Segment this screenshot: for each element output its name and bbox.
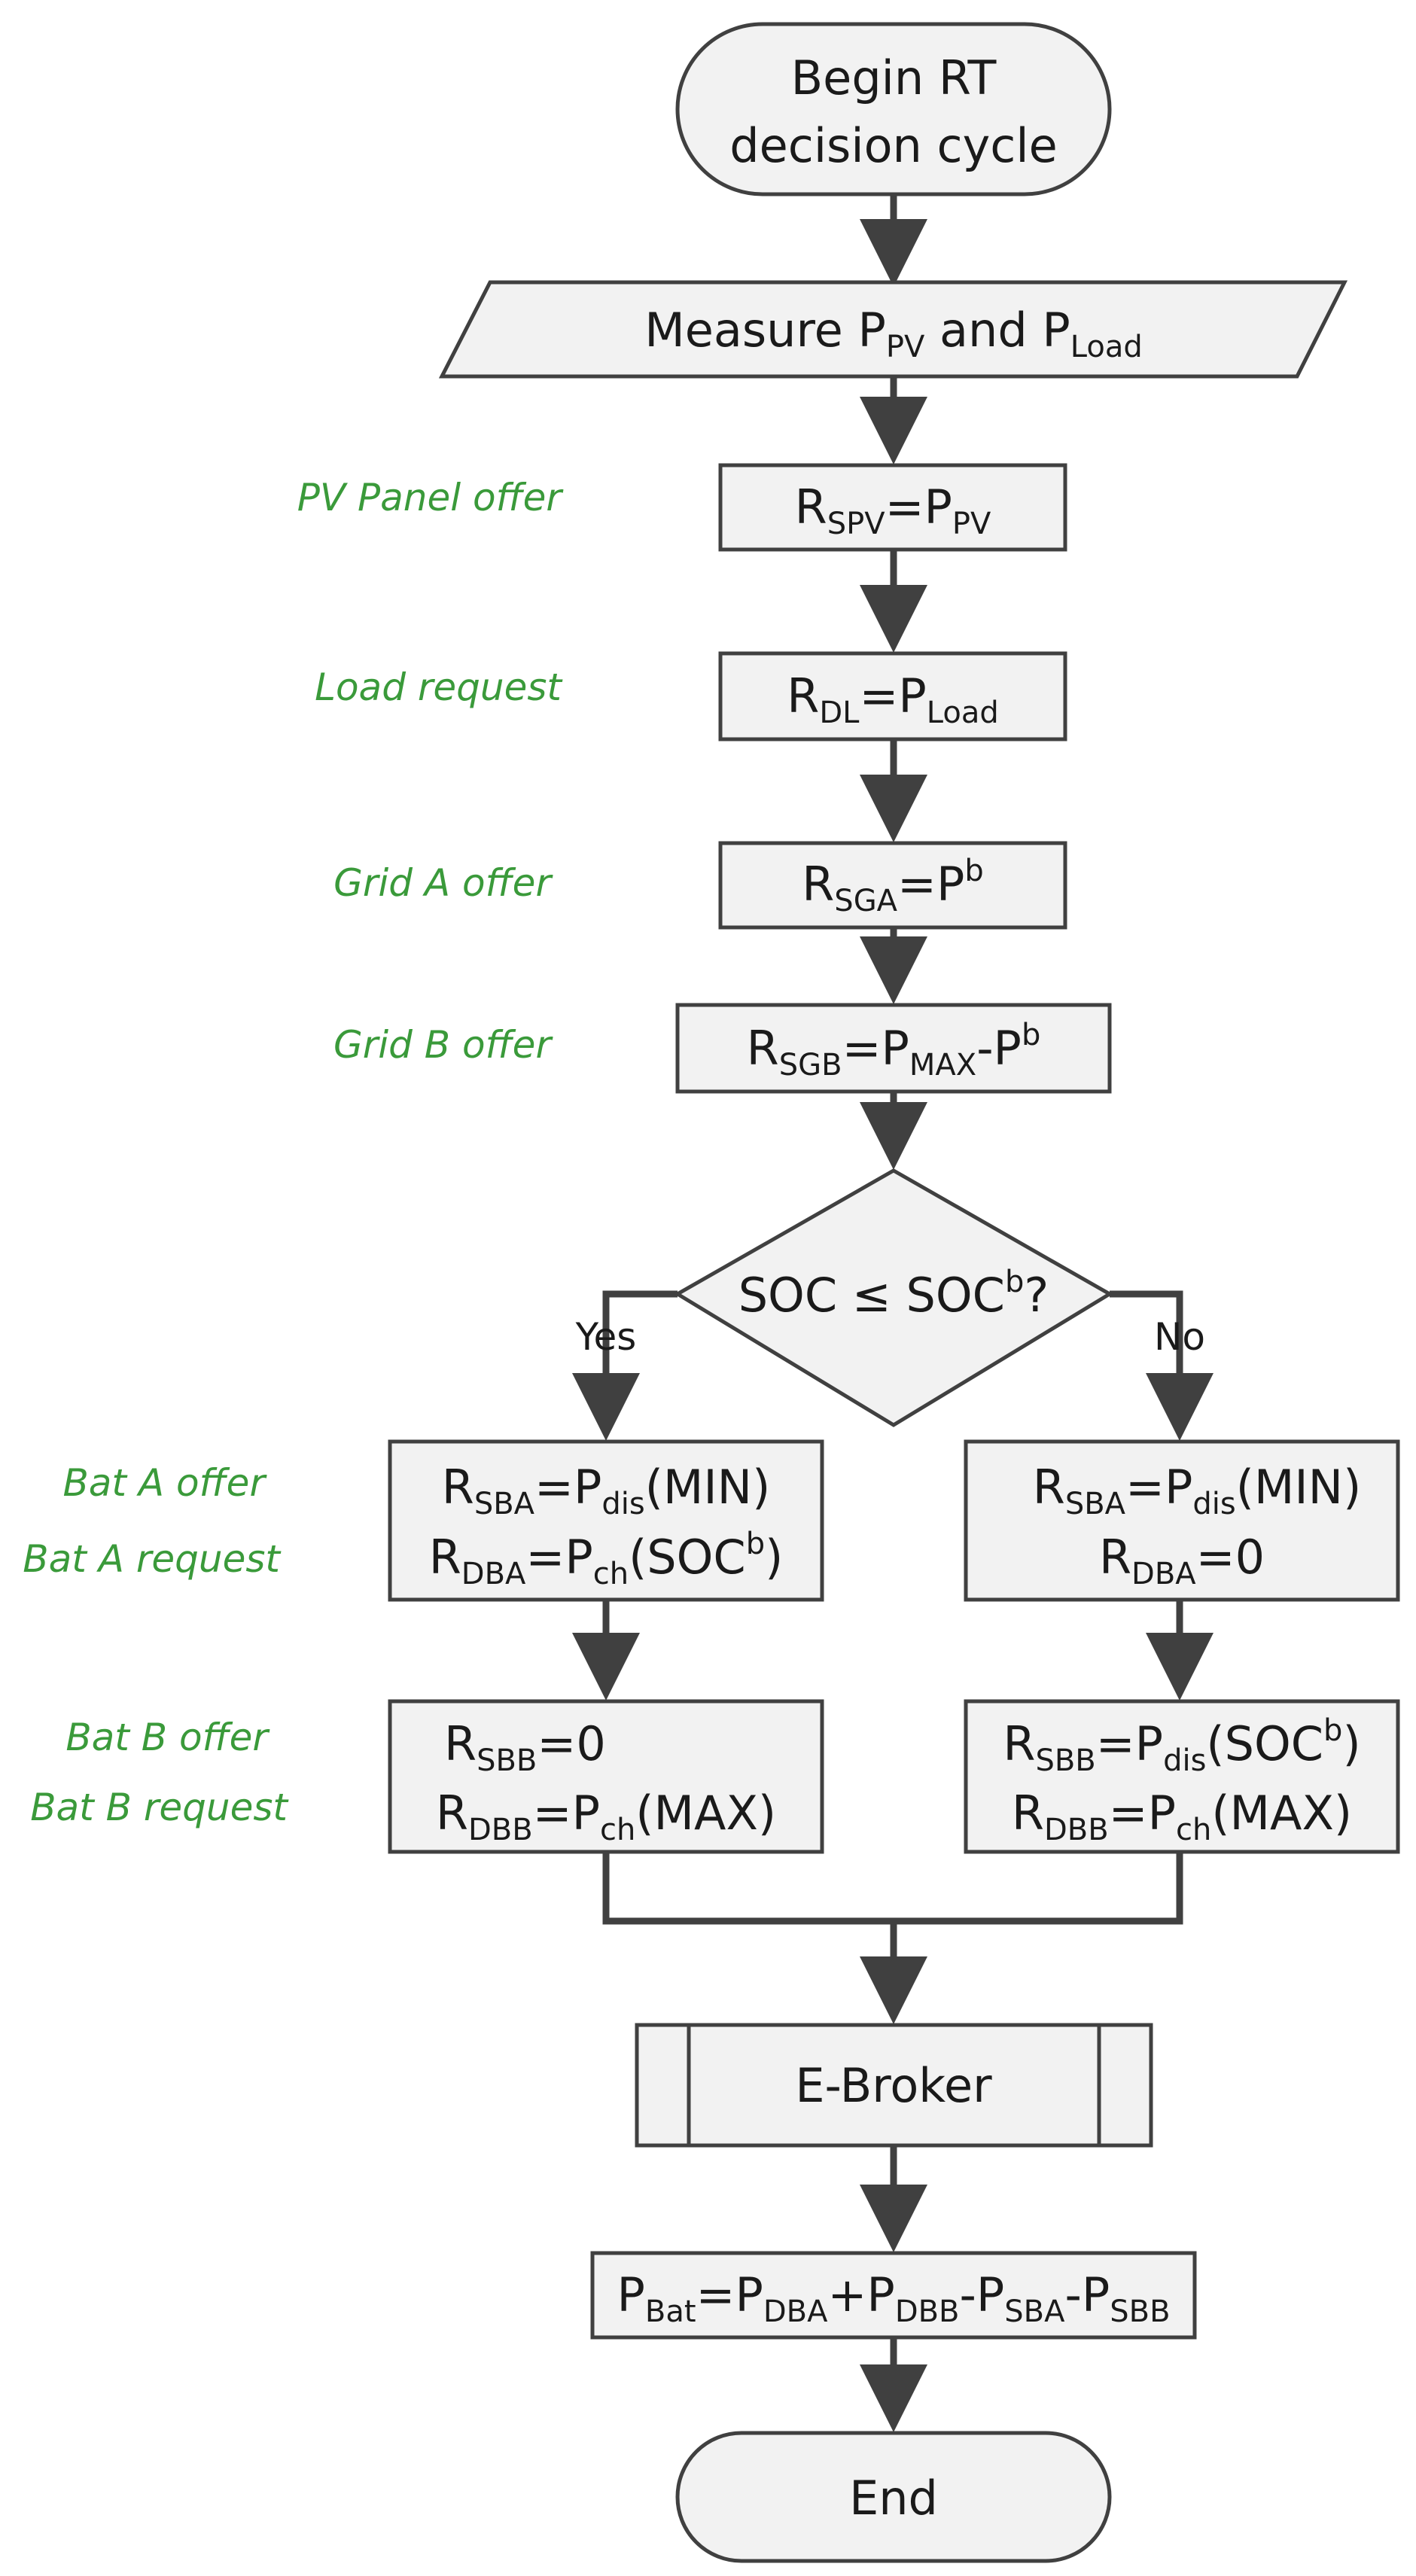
side-labels: PV Panel offer Load request Grid A offer… [23,476,564,1829]
no-b-line1: RSBB=Pdis(SOCb) [1003,1713,1360,1778]
rdl-box [718,651,1067,741]
broker-label: E-Broker [795,2058,992,2113]
rspv-box [718,463,1067,552]
start-label-line1: Begin RT [791,50,997,105]
pbat-label: PBat=PDBA+PDBB-PSBA-PSBB [617,2267,1170,2329]
no-a-box [964,1439,1400,1602]
no-b-box [964,1699,1400,1854]
side-label-load: Load request [315,665,563,709]
end-label: End [849,2471,938,2526]
rsga-box [718,841,1067,930]
side-label-grid-a: Grid A offer [333,861,553,905]
no-b-line2: RDBB=Pch(MAX) [1012,1786,1352,1847]
branch-yes-label: Yes [575,1315,637,1359]
branch-no-label: No [1154,1315,1205,1359]
rspv-label: RSPV=PPV [795,480,991,541]
broker-box [635,2023,1153,2148]
measure-label: Measure PPV and PLoad [644,303,1143,364]
yes-b-box [388,1699,824,1854]
node-texts: Begin RT decision cycle Measure PPV and … [429,50,1362,2526]
side-label-bat-b-offer: Bat B offer [65,1716,270,1759]
branch-labels: Yes No [575,1315,1205,1359]
side-label-bat-a-request: Bat A request [23,1537,282,1581]
side-label-bat-a-offer: Bat A offer [62,1461,267,1505]
start-label-line2: decision cycle [729,118,1058,173]
arrow-decision-no [1110,1290,1213,1441]
end-terminal [675,2431,1112,2563]
no-a-line2: RDBA=0 [1099,1530,1265,1591]
yes-a-line2: RDBA=Pch(SOCb) [429,1527,784,1591]
side-label-bat-b-request: Bat B request [30,1786,289,1829]
yes-b-line1: RSBB=0 [444,1716,606,1778]
pbat-box [590,2251,1197,2340]
start-terminal [675,22,1112,196]
rsgb-box [675,1003,1112,1094]
line-merge [602,1852,1183,1925]
connectors [572,194,1213,2432]
rdl-label: RDL=PLoad [787,668,999,730]
rsgb-label: RSGB=PMAX-Pb [747,1018,1041,1082]
arrow-decision-yes [572,1290,678,1441]
side-label-grid-b: Grid B offer [333,1023,553,1067]
decision-diamond [674,1168,1113,1427]
no-a-line1: RSBA=Pdis(MIN) [1033,1460,1362,1521]
measure-io-box [438,280,1348,379]
side-label-pv: PV Panel offer [297,476,565,519]
shapes [388,22,1400,2563]
decision-label: SOC ≤ SOCb? [738,1265,1049,1323]
yes-a-box [388,1439,824,1602]
yes-a-line1: RSBA=Pdis(MIN) [442,1460,771,1521]
yes-b-line2: RDBB=Pch(MAX) [436,1786,776,1847]
rsga-label: RSGA=Pb [802,854,984,918]
